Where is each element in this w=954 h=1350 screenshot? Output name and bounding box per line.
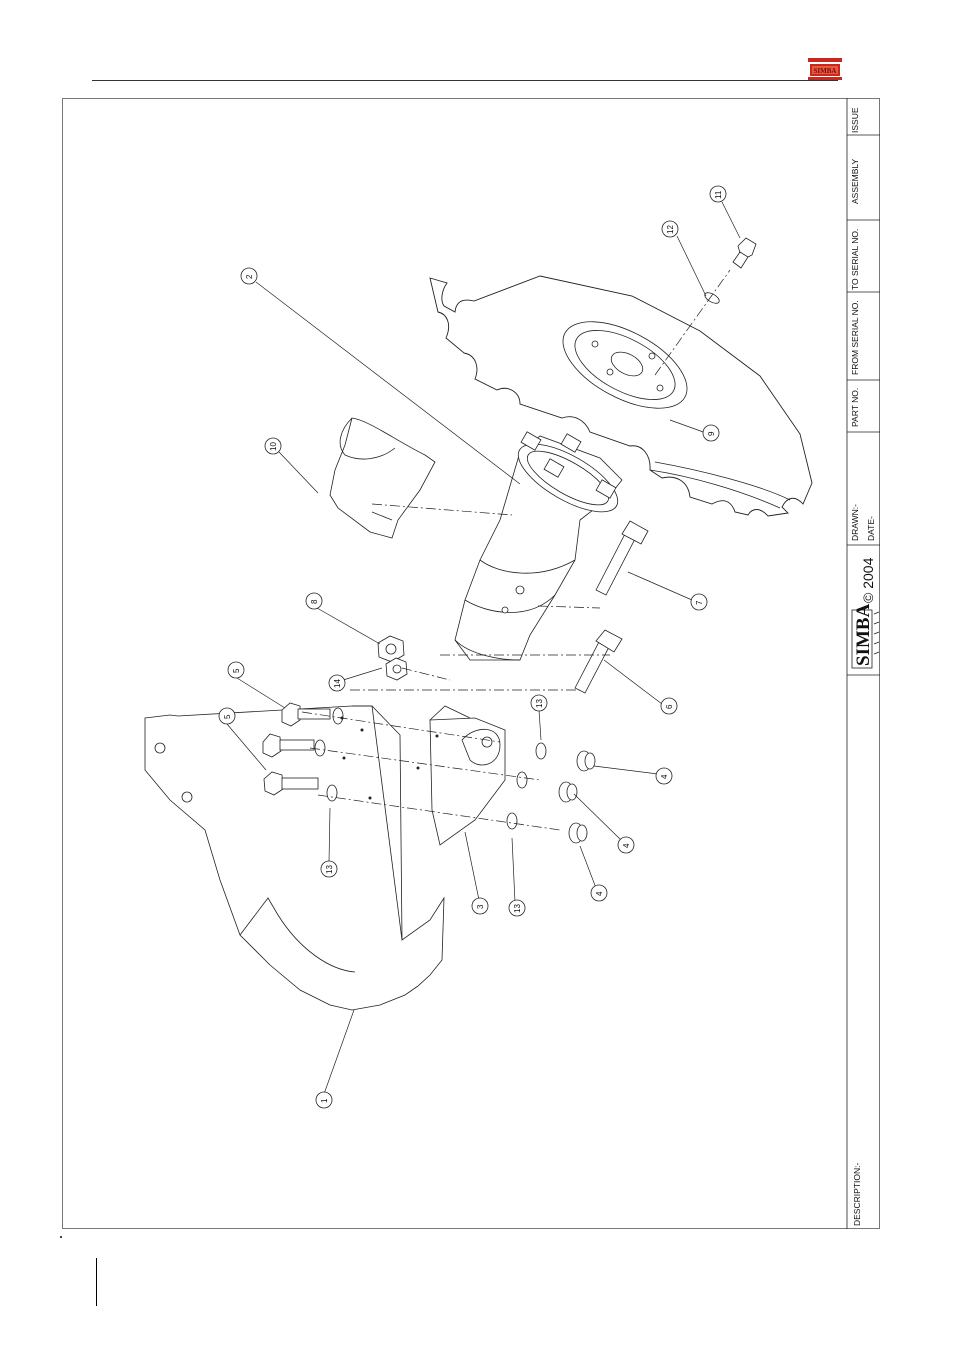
callout-1: 1 [316, 1092, 332, 1108]
callout-13a: 13 [531, 695, 547, 711]
svg-text:7: 7 [695, 600, 704, 605]
callout-12: 12 [662, 221, 678, 237]
callout-13c: 13 [321, 861, 337, 877]
callout-14: 14 [329, 675, 345, 691]
issue-label: ISSUE [850, 107, 860, 133]
callout-10: 10 [265, 438, 281, 454]
description-label: DESCRIPTION:- [852, 1163, 862, 1226]
svg-text:3: 3 [476, 904, 485, 909]
callout-11: 11 [710, 186, 726, 202]
svg-text:10: 10 [269, 442, 278, 451]
svg-text:2: 2 [245, 274, 254, 279]
svg-text:12: 12 [666, 225, 675, 234]
callout-4c: 4 [591, 885, 607, 901]
nut-4a [577, 751, 595, 771]
nut-4c [569, 823, 587, 843]
svg-text:13: 13 [325, 865, 334, 874]
svg-text:4: 4 [660, 774, 669, 779]
drawn-label: DRAWN:- [850, 504, 860, 541]
svg-text:SIMBA: SIMBA [853, 603, 874, 666]
washer-12 [703, 291, 721, 306]
callout-13b: 13 [509, 900, 525, 916]
svg-text:14: 14 [333, 679, 342, 688]
svg-text:4: 4 [595, 891, 604, 896]
part-no-label: PART NO. [850, 388, 860, 427]
callout-6: 6 [661, 698, 677, 714]
svg-text:13: 13 [513, 904, 522, 913]
callout-4a: 4 [656, 768, 672, 784]
date-label: DATE- [866, 516, 876, 541]
parts [145, 238, 812, 1010]
long-bolt-upper [596, 521, 648, 595]
callout-3: 3 [472, 898, 488, 914]
callout-5a: 5 [228, 662, 244, 678]
copyright-text: © 2004 [860, 557, 876, 603]
simba-logo: SIMBA [852, 603, 879, 668]
callout-8: 8 [306, 593, 322, 609]
nut-4b [559, 782, 577, 802]
svg-text:8: 8 [310, 599, 319, 604]
svg-text:13: 13 [535, 699, 544, 708]
from-serial-label: FROM SERIAL NO. [850, 300, 860, 375]
callout-9: 9 [703, 425, 719, 441]
svg-text:5: 5 [232, 668, 241, 673]
callout-4b: 4 [618, 837, 634, 853]
svg-text:9: 9 [707, 431, 716, 436]
callout-7: 7 [691, 594, 707, 610]
svg-text:1: 1 [320, 1098, 329, 1103]
curved-leg [145, 706, 444, 1010]
long-bolt-lower [575, 630, 622, 693]
bolt-11 [733, 238, 756, 268]
svg-text:5: 5 [223, 714, 232, 719]
callout-5b: 5 [219, 708, 235, 724]
dust-cap [330, 418, 435, 538]
svg-text:11: 11 [714, 190, 723, 199]
svg-text:4: 4 [622, 843, 631, 848]
svg-text:6: 6 [665, 704, 674, 709]
assembly-label: ASSEMBLY [850, 158, 860, 204]
to-serial-label: TO SERIAL NO. [850, 229, 860, 290]
callout-2: 2 [241, 268, 257, 284]
